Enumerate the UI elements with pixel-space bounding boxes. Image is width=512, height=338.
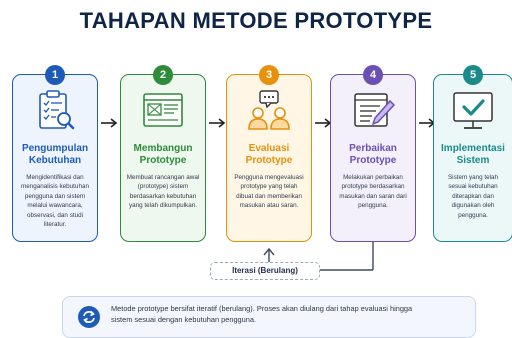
iteration-label: Iterasi (Berulang) bbox=[210, 262, 320, 280]
wireframe-window-icon bbox=[143, 93, 183, 127]
users-chat-icon bbox=[248, 90, 290, 130]
clipboard-magnifier-icon bbox=[39, 90, 75, 130]
step-description: Pengguna mengevaluasi prototype yang tel… bbox=[234, 174, 304, 210]
info-note: Metode prototype bersifat iteratif (beru… bbox=[62, 296, 476, 338]
iteration-loop-connector bbox=[263, 242, 374, 271]
step-number-badge: 5 bbox=[463, 65, 483, 85]
arrow-right-icon bbox=[101, 118, 118, 128]
step-description: Membuat rancangan awal (prototype) siste… bbox=[126, 174, 200, 210]
step-description: Mengidentifikasi dan menganalisis kebutu… bbox=[21, 174, 89, 229]
step-description: Melakukan perbaikan prototype berdasarka… bbox=[339, 174, 407, 210]
step-description: Sistem yang telah sesuai kebutuhan diter… bbox=[447, 174, 499, 219]
step-number-badge: 4 bbox=[363, 65, 383, 85]
step-number-badge: 2 bbox=[153, 65, 173, 85]
step-number-badge: 1 bbox=[45, 65, 65, 85]
arrow-right-icon bbox=[209, 118, 226, 128]
note-text: Metode prototype bersifat iteratif (beru… bbox=[111, 304, 413, 324]
document-pencil-icon bbox=[354, 93, 396, 127]
step-number-badge: 3 bbox=[259, 65, 279, 85]
refresh-icon bbox=[78, 306, 100, 328]
page-title: TAHAPAN METODE PROTOTYPE bbox=[79, 8, 433, 33]
monitor-check-icon bbox=[453, 92, 493, 129]
